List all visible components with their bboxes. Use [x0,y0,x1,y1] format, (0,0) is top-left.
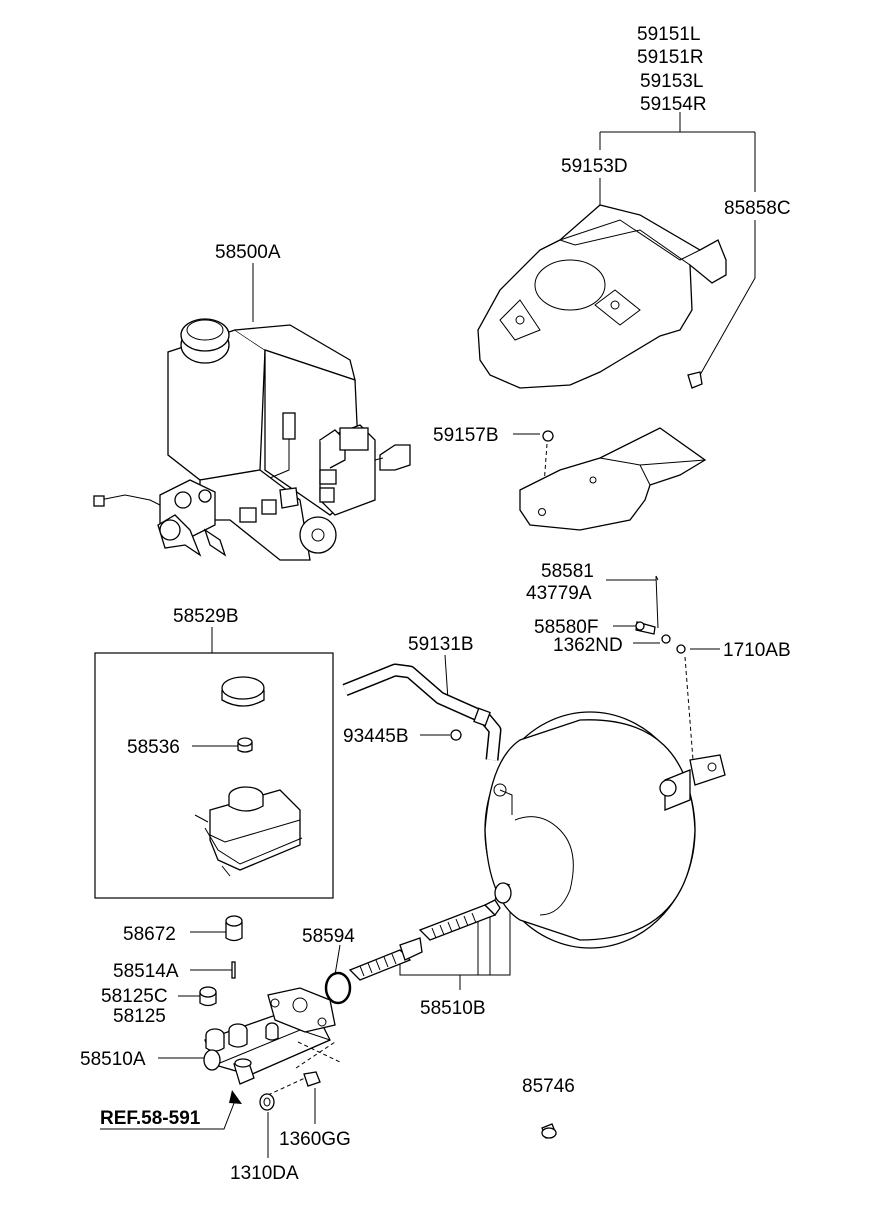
label-59151r: 59151R [637,47,704,68]
label-1360gg: 1360GG [279,1129,351,1150]
label-1362nd: 1362ND [553,635,623,656]
label-58580f: 58580F [534,617,598,638]
label-58500a: 58500A [215,242,281,263]
reservoir-kit-box [94,652,334,899]
label-85858c: 85858C [724,198,791,219]
clevis-pin-parts [635,575,686,654]
label-59154r: 59154R [640,94,707,115]
label-1710ab: 1710AB [723,640,791,661]
part-number-labels: 59151L 59151R 59153L 59154R 59153D 85858… [80,24,791,1184]
piston-springs-58510b [348,882,512,981]
label-58536: 58536 [127,737,180,758]
label-59151l: 59151L [637,24,700,45]
brake-booster [484,711,726,949]
hydraulic-unit-58500a [93,318,411,561]
label-58125: 58125 [113,1006,166,1027]
label-85746: 85746 [522,1076,575,1097]
label-58514a: 58514A [113,961,179,982]
label-59153l: 59153L [640,71,703,92]
seal-ring-58594 [324,971,352,1005]
label-59157b: 59157B [433,425,499,446]
label-58510a: 58510A [80,1049,146,1070]
label-ref-58-591: REF.58-591 [100,1108,201,1129]
vacuum-hose-59131b [342,663,502,761]
label-59131b: 59131B [408,634,474,655]
master-cylinder-58510a [203,987,341,1076]
label-43779a: 43779A [526,583,592,604]
label-1310da: 1310DA [230,1163,299,1184]
label-58125c: 58125C [101,986,168,1007]
label-58672: 58672 [123,924,176,945]
cover-59153d [477,204,727,389]
label-93445b: 93445B [343,726,409,747]
small-parts [199,915,557,1139]
label-58581: 58581 [541,561,594,582]
label-58529b: 58529B [173,606,239,627]
label-58594: 58594 [302,926,355,947]
screw-85858c [687,371,703,389]
label-59153d: 59153D [561,156,628,177]
label-58510b: 58510B [420,998,486,1019]
bracket-plate [519,427,707,531]
